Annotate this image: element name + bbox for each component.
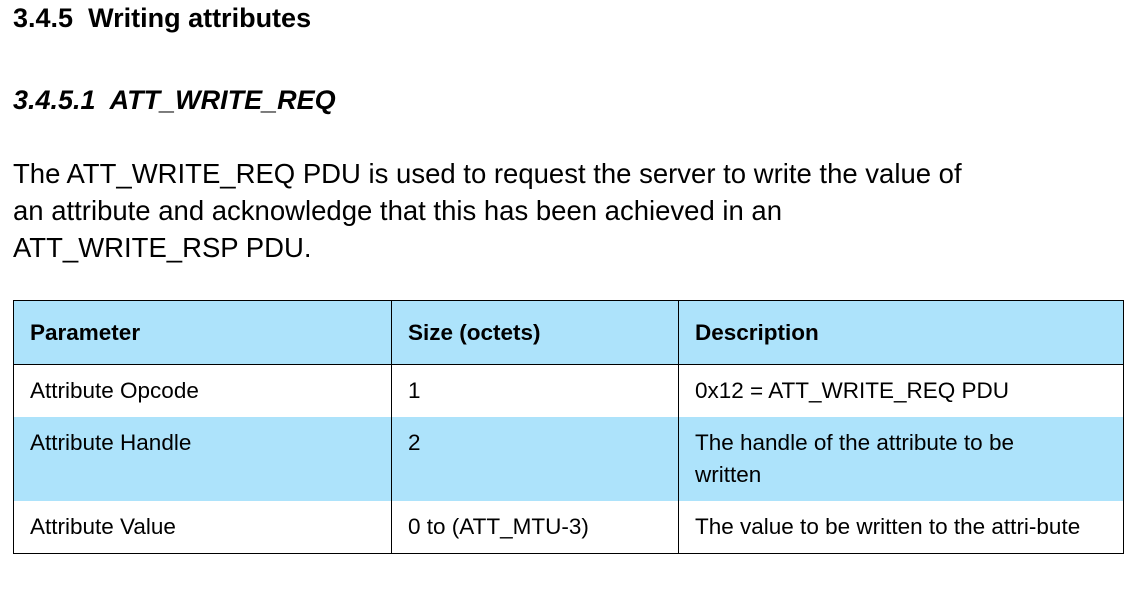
- paragraph-line: an attribute and acknowledge that this h…: [13, 195, 783, 226]
- cell-size: 0 to (ATT_MTU-3): [391, 501, 679, 554]
- paragraph-line: ATT_WRITE_RSP PDU.: [13, 232, 312, 263]
- subsection-heading: 3.4.5.1 ATT_WRITE_REQ: [13, 85, 336, 116]
- cell-size: 2: [391, 417, 679, 501]
- section-number: 3.4.5: [13, 3, 74, 33]
- description-paragraph: The ATT_WRITE_REQ PDU is used to request…: [13, 155, 1133, 266]
- table-header-row: Parameter Size (octets) Description: [13, 300, 1124, 365]
- header-size: Size (octets): [391, 300, 679, 365]
- cell-parameter: Attribute Opcode: [13, 364, 392, 417]
- cell-description: The value to be written to the attri-but…: [678, 501, 1124, 554]
- section-title: Writing attributes: [88, 3, 312, 33]
- subsection-number: 3.4.5.1: [13, 85, 96, 115]
- cell-description: The handle of the attribute to be writte…: [678, 417, 1124, 501]
- header-parameter: Parameter: [13, 300, 392, 365]
- table-row: Attribute Opcode 1 0x12 = ATT_WRITE_REQ …: [13, 364, 1124, 417]
- paragraph-line: The ATT_WRITE_REQ PDU is used to request…: [13, 158, 962, 189]
- cell-description: 0x12 = ATT_WRITE_REQ PDU: [678, 364, 1124, 417]
- table-row: Attribute Value 0 to (ATT_MTU-3) The val…: [13, 501, 1124, 554]
- parameter-table: Parameter Size (octets) Description Attr…: [13, 300, 1124, 554]
- cell-size: 1: [391, 364, 679, 417]
- cell-parameter: Attribute Value: [13, 501, 392, 554]
- section-heading: 3.4.5 Writing attributes: [13, 3, 311, 34]
- table-row: Attribute Handle 2 The handle of the att…: [13, 417, 1124, 501]
- cell-parameter: Attribute Handle: [13, 417, 392, 501]
- header-description: Description: [678, 300, 1124, 365]
- subsection-title: ATT_WRITE_REQ: [109, 85, 336, 115]
